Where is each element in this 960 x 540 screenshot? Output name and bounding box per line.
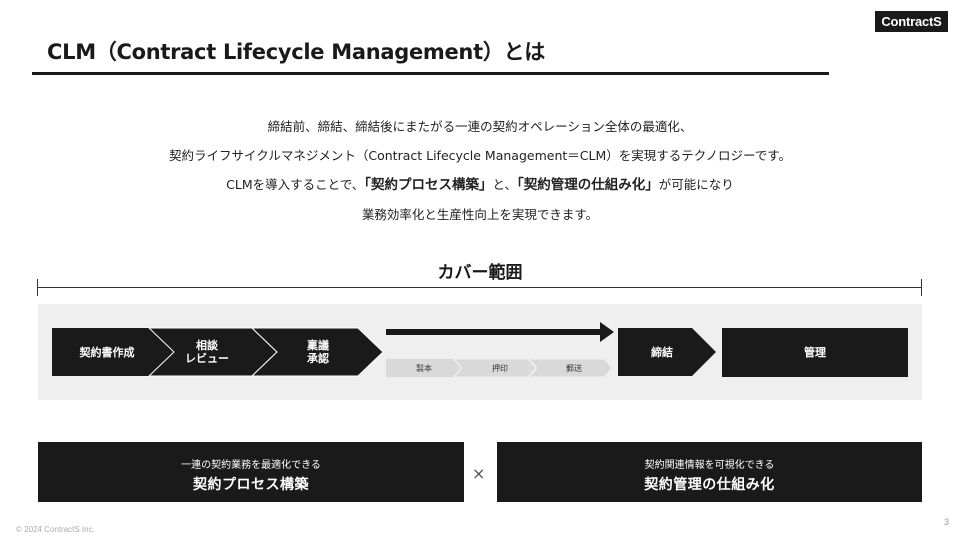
- flow-arrow-head: [600, 322, 614, 342]
- chevron-signing: [618, 328, 716, 376]
- management-system-subtitle: 契約関連情報を可視化できる: [644, 460, 775, 471]
- chevron-approval: [250, 327, 384, 377]
- step-approval-label: 稟議 承認: [278, 339, 358, 365]
- sub-chevron-stamping: [452, 358, 537, 378]
- step-review-label: レビュー: [185, 352, 229, 365]
- management-system-box: 契約関連情報を可視化できる 契約管理の仕組み化: [497, 442, 922, 502]
- sub-step-binding-label: 製本: [416, 364, 432, 373]
- intro-highlight-process: 「契約プロセス構築」: [364, 177, 493, 193]
- contracts-logo: ContractS: [875, 11, 948, 32]
- step-management-label: 管理: [804, 346, 826, 359]
- process-building-title: 契約プロセス構築: [193, 477, 309, 493]
- step-consultation-review-label: 相談 レビュー: [167, 339, 247, 365]
- sub-chevron-binding: [386, 359, 461, 377]
- sub-chevron-mailing: [527, 358, 613, 378]
- title-underline: [32, 72, 829, 75]
- coverage-bracket: [37, 279, 922, 296]
- intro-highlight-management: 「契約管理の仕組み化」: [517, 177, 659, 193]
- step-ringi-label: 稟議: [307, 339, 329, 352]
- process-building-box: 一連の契約業務を最適化できる 契約プロセス構築: [38, 442, 464, 502]
- management-system-title: 契約管理の仕組み化: [644, 477, 775, 493]
- step-consultation-label: 相談: [196, 339, 218, 352]
- times-symbol: ×: [472, 464, 486, 483]
- flow-arrow-shaft: [386, 329, 602, 335]
- intro-line-3: CLMを導入することで、「契約プロセス構築」と、「契約管理の仕組み化」が可能にな…: [0, 170, 960, 200]
- page-title: CLM（Contract Lifecycle Management）とは: [47, 40, 545, 64]
- step-contract-drafting-label: 契約書作成: [79, 346, 135, 359]
- box-management: [722, 328, 908, 377]
- intro-line-3-a: CLMを導入することで、: [226, 177, 365, 192]
- page-number: 3: [944, 517, 950, 527]
- copyright: © 2024 ContractS Inc.: [16, 525, 95, 534]
- intro-line-2: 契約ライフサイクルマネジメント（Contract Lifecycle Manag…: [169, 148, 791, 163]
- coverage-title: カバー範囲: [437, 263, 523, 283]
- intro-line-3-e: が可能になり: [658, 177, 734, 192]
- intro-text: 締結前、締結、締結後にまたがる一連の契約オペレーション全体の最適化、 契約ライフ…: [0, 112, 960, 229]
- sub-step-stamping-label: 押印: [492, 364, 508, 373]
- step-approve-label: 承認: [307, 352, 329, 365]
- step-signing-label: 締結: [651, 346, 673, 359]
- intro-line-3-c: と、: [492, 177, 518, 192]
- intro-line-1: 締結前、締結、締結後にまたがる一連の契約オペレーション全体の最適化、: [267, 119, 693, 134]
- process-flow-diagram: [52, 322, 908, 378]
- chevron-contract-drafting: [52, 328, 174, 376]
- sub-step-mailing-label: 郵送: [566, 364, 582, 373]
- process-building-subtitle: 一連の契約業務を最適化できる: [181, 460, 321, 471]
- intro-line-4: 業務効率化と生産性向上を実現できます。: [361, 207, 599, 222]
